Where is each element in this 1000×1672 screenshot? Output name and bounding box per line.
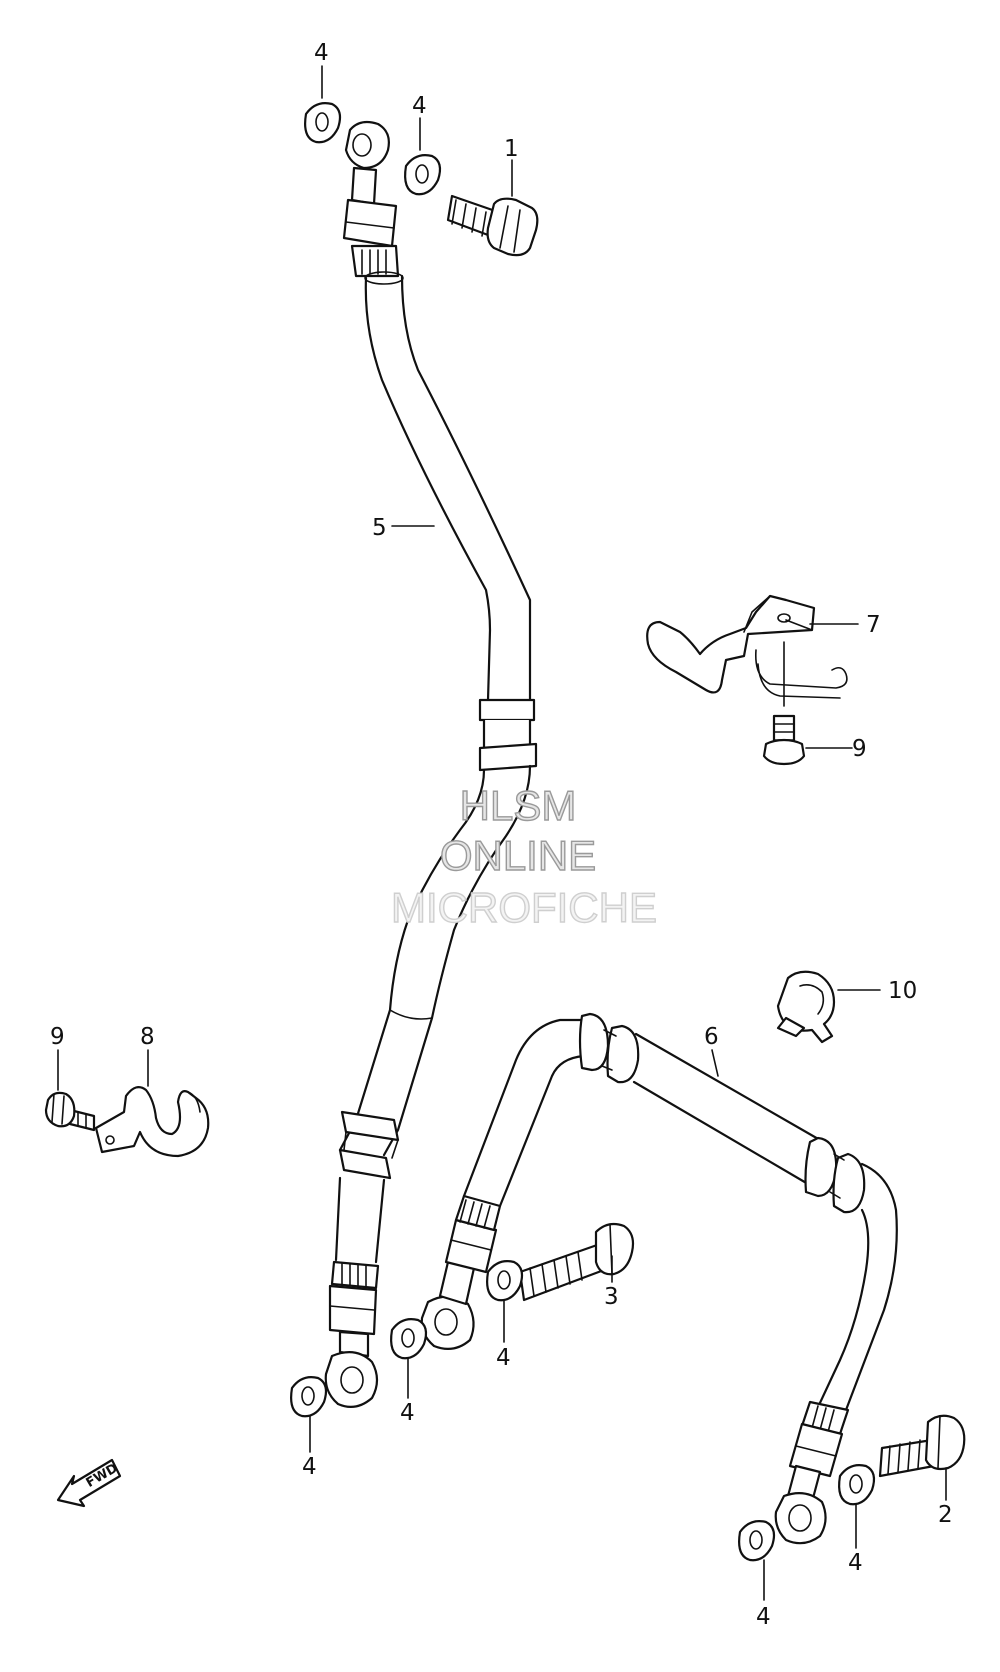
callout-9-left: 9 — [50, 1024, 65, 1050]
part-3-union-bolt[interactable] — [518, 1222, 635, 1302]
callout-10: 10 — [888, 978, 917, 1004]
callout-4-bottom: 4 — [756, 1604, 771, 1630]
part-4-washer-a[interactable] — [304, 102, 342, 144]
callout-5: 5 — [372, 515, 387, 541]
callout-4-mid: 4 — [496, 1345, 511, 1371]
callout-2: 2 — [938, 1502, 953, 1528]
leader-lines — [57, 65, 947, 1601]
callout-4-mid-left: 4 — [400, 1400, 415, 1426]
part-4-washer-b[interactable] — [404, 154, 442, 196]
part-5-upper-brake-hose[interactable] — [324, 120, 538, 1409]
part-4-washer-g[interactable] — [838, 1464, 876, 1506]
callout-1: 1 — [504, 136, 519, 162]
part-6-lower-brake-hose[interactable] — [420, 1012, 898, 1545]
callout-4-bottom-right: 4 — [848, 1550, 863, 1576]
callout-3: 3 — [604, 1284, 619, 1310]
part-7-clamp-bracket[interactable] — [646, 594, 848, 699]
callout-4-bottom-left: 4 — [302, 1454, 317, 1480]
watermark-line-1: HLSM — [460, 782, 577, 829]
callout-4-top-left: 4 — [314, 40, 329, 66]
part-9-bolt-left[interactable] — [44, 1091, 96, 1132]
callout-6: 6 — [704, 1024, 719, 1050]
watermark-line-3: MICROFICHE — [391, 884, 657, 931]
part-2-union-bolt[interactable] — [878, 1414, 966, 1478]
part-1-union-bolt[interactable] — [446, 194, 539, 257]
callout-4-top: 4 — [412, 93, 427, 119]
callout-9-right: 9 — [852, 736, 867, 762]
part-4-washer-e[interactable] — [486, 1260, 524, 1302]
part-10-hose-clamp[interactable] — [776, 970, 836, 1044]
watermark-line-2: ONLINE — [440, 832, 596, 879]
callout-7: 7 — [866, 612, 881, 638]
part-8-clamp-bracket[interactable] — [94, 1086, 210, 1158]
callout-8: 8 — [140, 1024, 155, 1050]
watermark: HLSM ONLINE MICROFICHE — [390, 781, 657, 931]
part-4-washer-d[interactable] — [390, 1318, 428, 1360]
part-9-bolt-right[interactable] — [762, 714, 806, 766]
part-4-washer-f[interactable] — [738, 1520, 776, 1562]
part-4-washer-c[interactable] — [290, 1376, 328, 1418]
fwd-arrow-icon: FWD — [56, 1458, 122, 1508]
